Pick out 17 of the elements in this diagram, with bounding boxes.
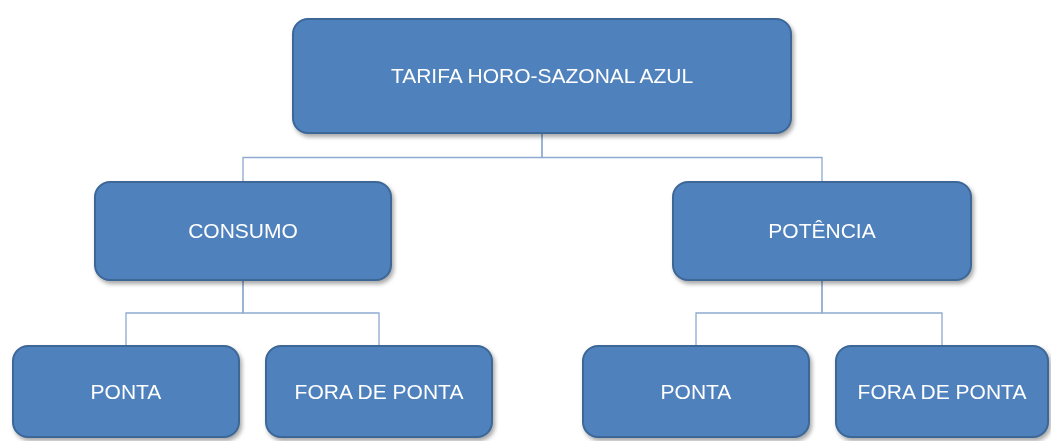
org-box xyxy=(12,345,240,438)
box-label: PONTA xyxy=(90,378,162,405)
connector-line xyxy=(821,280,943,346)
org-box xyxy=(835,345,1049,438)
org-box xyxy=(94,181,392,281)
connector-line xyxy=(541,133,823,182)
box-label: FORA DE PONTA xyxy=(857,378,1027,405)
box-label: POTÊNCIA xyxy=(768,218,876,245)
box-label: PONTA xyxy=(660,378,732,405)
connector-line xyxy=(242,280,380,346)
org-box xyxy=(265,345,493,438)
box-label: FORA DE PONTA xyxy=(294,378,464,405)
box-label: CONSUMO xyxy=(188,218,298,245)
box-label: TARIFA HORO-SAZONAL AZUL xyxy=(390,63,694,90)
org-box xyxy=(582,345,810,438)
org-box xyxy=(292,18,792,134)
org-box xyxy=(672,181,972,281)
